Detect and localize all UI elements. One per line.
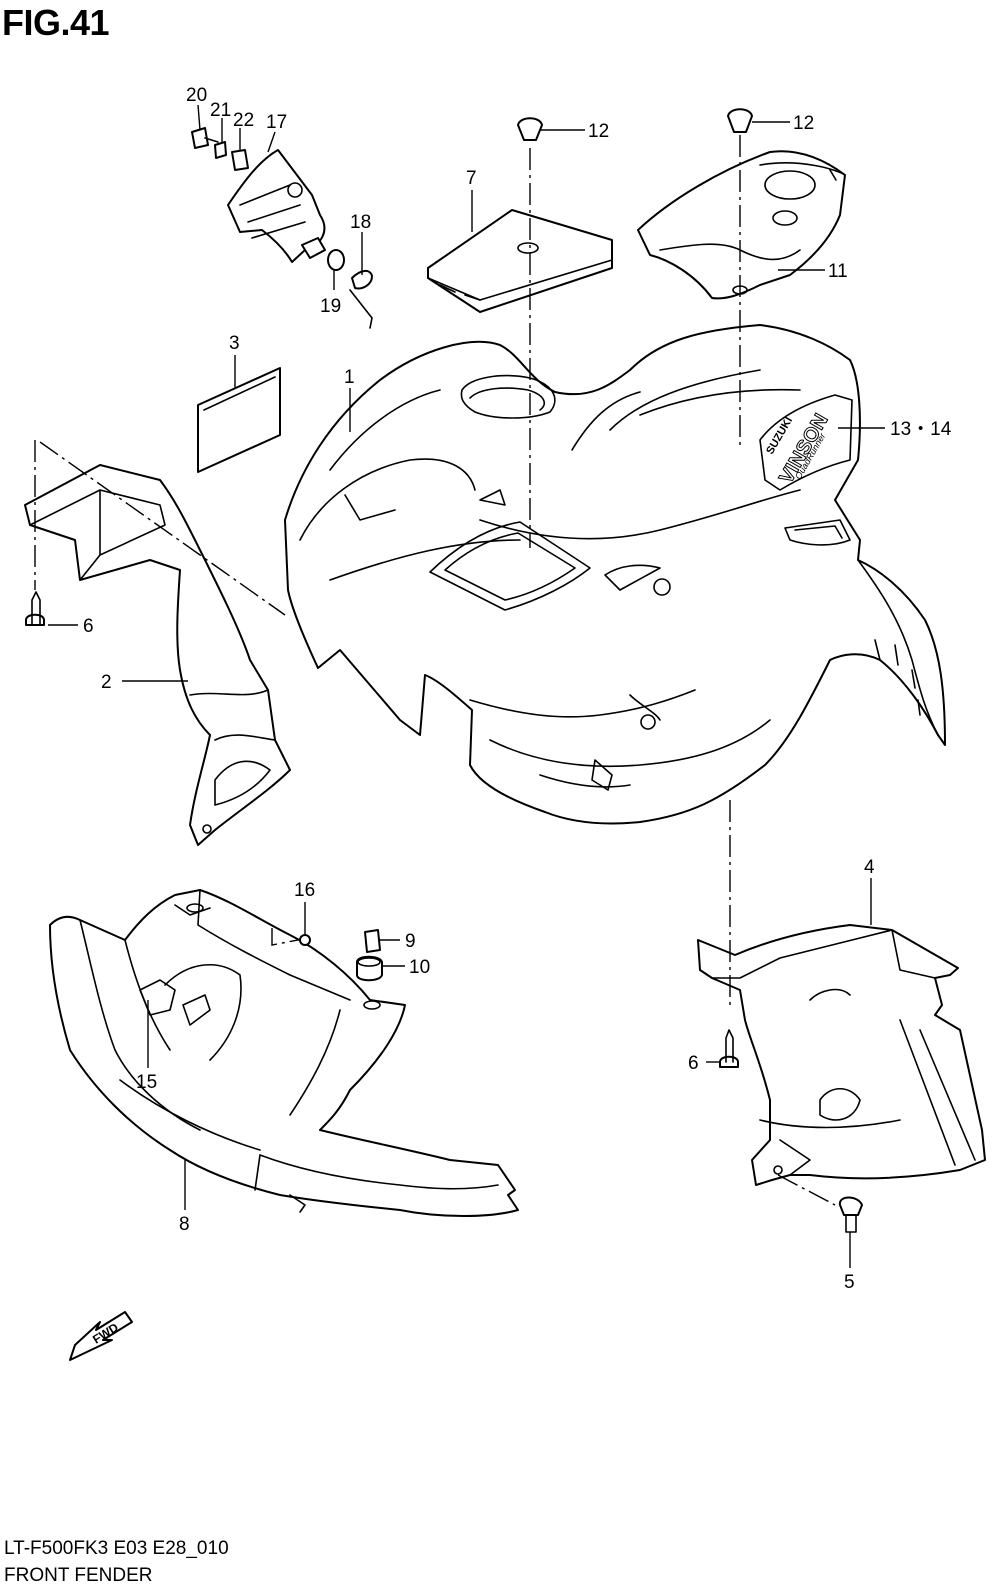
callout-1: 1 xyxy=(344,367,355,388)
callout-19: 19 xyxy=(320,296,341,317)
footer-figure-name: FRONT FENDER xyxy=(4,1565,153,1586)
plate-part-3 xyxy=(197,367,281,473)
callout-labels: 20 21 22 17 18 19 7 12 12 11 3 1 13・14 6… xyxy=(83,85,952,1293)
bracket-assembly-17-22 xyxy=(191,127,373,329)
inner-panel-part-2 xyxy=(24,464,291,846)
callout-20: 20 xyxy=(186,85,207,106)
nut-part-16 xyxy=(299,934,311,946)
callout-16: 16 xyxy=(294,880,315,901)
inner-panel-part-4 xyxy=(697,924,986,1186)
footer-model-code: LT-F500FK3 E03 E28_010 xyxy=(4,1538,229,1559)
collar-part-9 xyxy=(364,929,381,953)
callout-11: 11 xyxy=(828,261,848,282)
forward-arrow-icon: FWD xyxy=(69,1311,133,1361)
clip-part-12b xyxy=(727,108,753,133)
callout-12a: 12 xyxy=(588,121,609,142)
clip-part-12a xyxy=(517,117,543,141)
bolt-part-5 xyxy=(838,1196,863,1233)
callout-21: 21 xyxy=(210,100,231,121)
cover-part-7 xyxy=(427,209,613,313)
callout-2: 2 xyxy=(101,672,112,693)
callout-22: 22 xyxy=(233,110,254,131)
callout-15: 15 xyxy=(136,1072,157,1093)
figure-title: FIG.41 xyxy=(2,2,110,43)
screw-part-6b xyxy=(719,1029,739,1068)
callout-8: 8 xyxy=(179,1214,190,1235)
callout-4: 4 xyxy=(864,857,875,878)
callout-6a: 6 xyxy=(83,616,94,637)
callout-5: 5 xyxy=(844,1272,855,1293)
leader-lines xyxy=(48,104,885,1268)
screw-part-6a xyxy=(25,591,45,626)
callout-7: 7 xyxy=(466,168,477,189)
callout-3: 3 xyxy=(229,333,240,354)
front-fender-part-1: SUZUKI VINSON QuadRunner xyxy=(284,324,946,825)
front-bumper-part-8 xyxy=(49,889,519,1217)
callout-18: 18 xyxy=(350,212,371,233)
grommet-part-10 xyxy=(356,955,383,982)
callout-6b: 6 xyxy=(688,1053,699,1074)
upper-cover-part-11 xyxy=(637,150,846,300)
callout-12b: 12 xyxy=(793,113,814,134)
callout-9: 9 xyxy=(405,931,416,952)
assembly-lines xyxy=(34,135,836,1206)
callout-17: 17 xyxy=(266,112,287,133)
callout-13-14: 13・14 xyxy=(890,419,952,440)
callout-10: 10 xyxy=(409,957,430,978)
